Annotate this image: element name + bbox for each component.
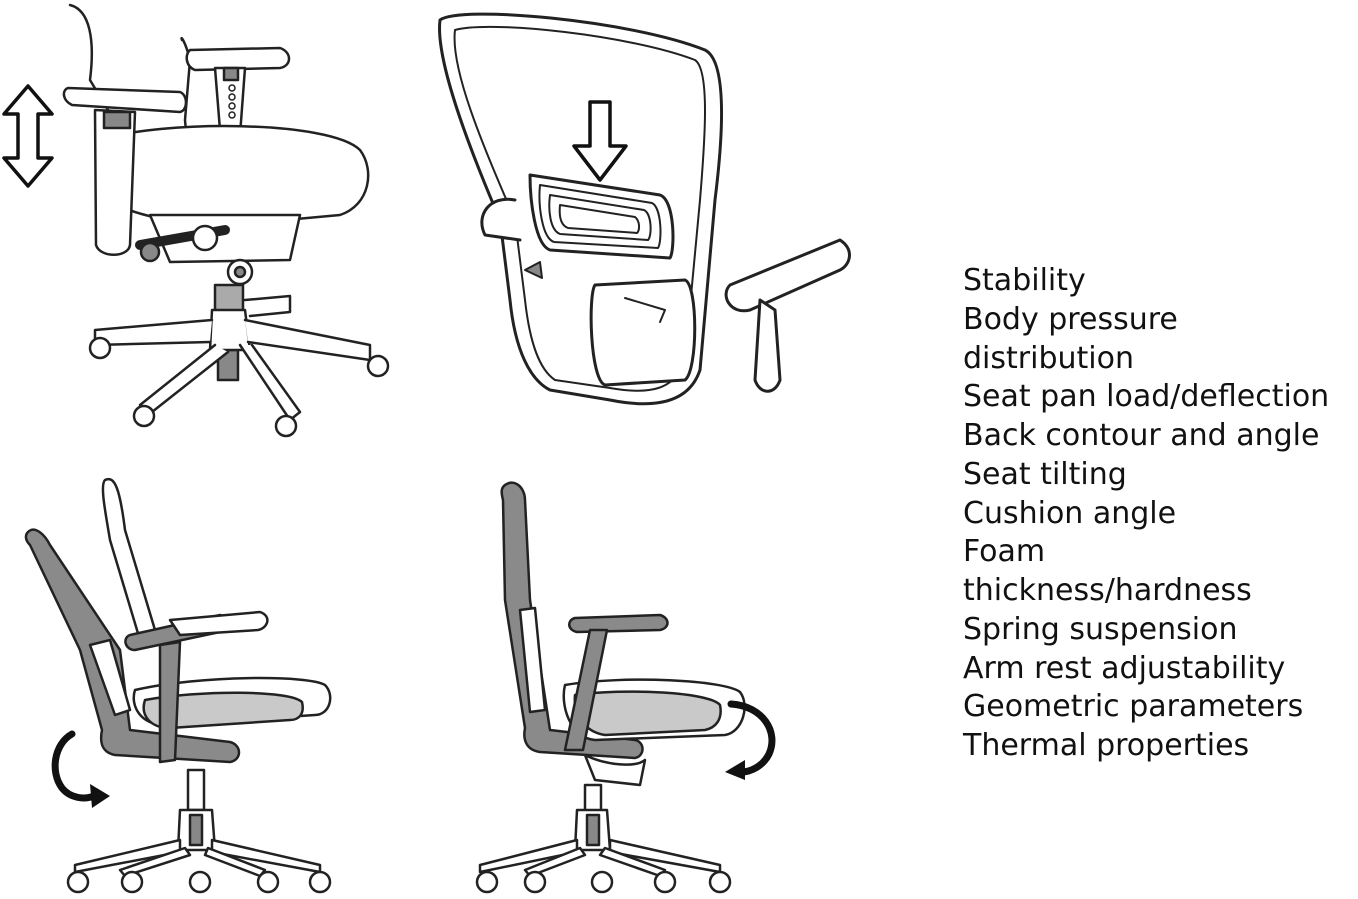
feature-item: Seat tilting xyxy=(963,456,1127,492)
feature-item: Body pressure xyxy=(963,301,1178,337)
feature-item: thickness/hardness xyxy=(963,573,1252,608)
double-vertical-arrow-icon xyxy=(2,84,54,188)
chair-features-list: Stability Body pressure distribution Sea… xyxy=(963,262,1358,766)
feature-item: Foam xyxy=(963,534,1046,570)
chair-height-adjust-illustration xyxy=(0,0,400,440)
chair-seat-tilt-illustration xyxy=(465,470,795,899)
feature-item: Geometric parameters xyxy=(963,689,1304,725)
feature-item: Arm rest adjustability xyxy=(963,650,1286,686)
down-arrow-icon xyxy=(572,100,628,182)
feature-item: Cushion angle xyxy=(963,495,1177,531)
curved-arrow-icon xyxy=(725,700,776,780)
chair-back-lumbar-illustration xyxy=(430,0,860,420)
chair-recline-illustration xyxy=(20,470,350,899)
feature-item: Spring suspension xyxy=(963,611,1238,647)
feature-item: Seat pan load/deflection xyxy=(963,379,1330,415)
curved-arrow-icon xyxy=(51,730,110,808)
feature-item: Back contour and angle xyxy=(963,418,1320,453)
feature-item: Stability xyxy=(963,263,1086,298)
feature-item: Thermal properties xyxy=(963,728,1250,763)
feature-item: distribution xyxy=(963,340,1134,376)
